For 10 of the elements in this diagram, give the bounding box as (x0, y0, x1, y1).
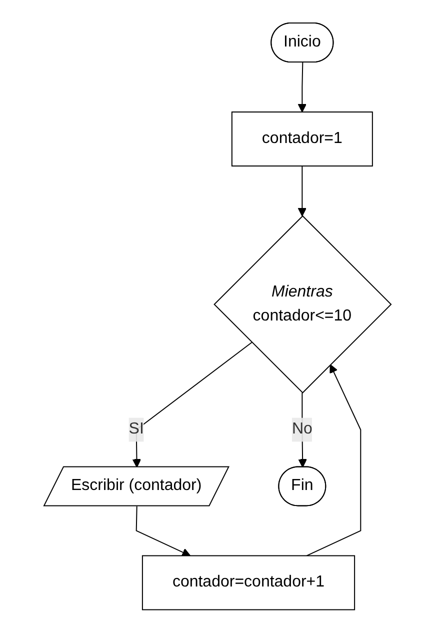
arrow (298, 62, 307, 113)
node-box: contador=1 (231, 112, 373, 167)
arrow (136, 506, 191, 557)
node-diamond: Mientras contador<=10 (214, 215, 392, 394)
arrow (298, 166, 307, 217)
edge-label: SI (128, 420, 144, 438)
arrow (132, 342, 252, 468)
node-box: contador=contador+1 (142, 555, 356, 610)
arrow (306, 364, 362, 556)
edge-label: No (292, 420, 312, 438)
